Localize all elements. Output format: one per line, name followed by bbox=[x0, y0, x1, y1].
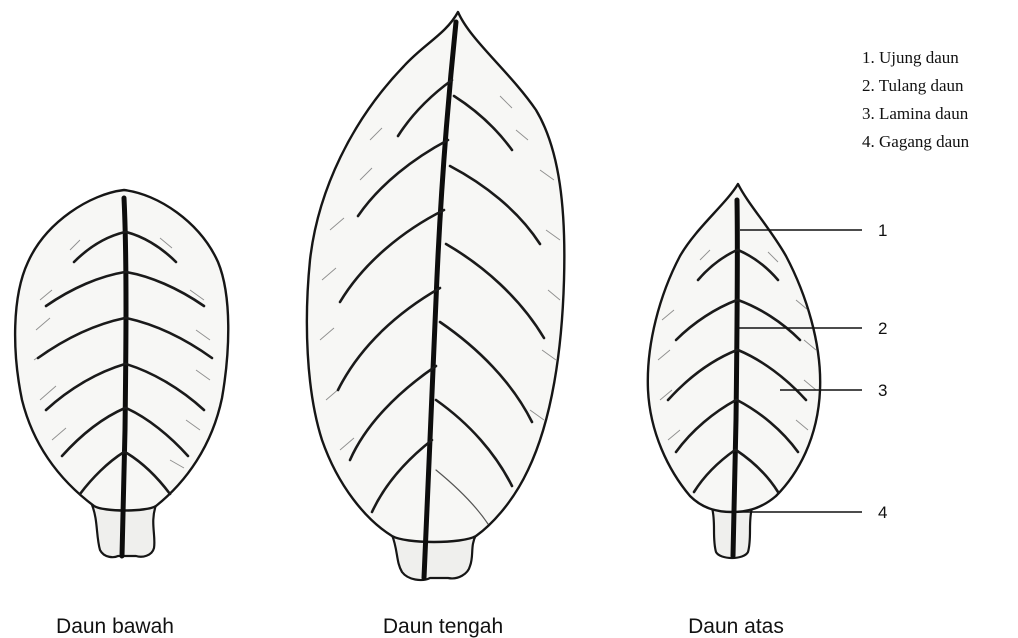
caption-top-leaf: Daun atas bbox=[688, 615, 784, 638]
caption-middle-leaf: Daun tengah bbox=[383, 615, 503, 638]
leaf-middle bbox=[307, 12, 564, 580]
leaf-top bbox=[648, 184, 820, 558]
legend-item-2: 2. Tulang daun bbox=[862, 76, 964, 95]
pointer-label-4: 4 bbox=[878, 503, 887, 522]
captions: Daun bawah Daun tengah Daun atas bbox=[56, 615, 784, 638]
legend-item-4: 4. Gagang daun bbox=[862, 132, 970, 151]
pointer-label-3: 3 bbox=[878, 381, 887, 400]
legend-item-1: 1. Ujung daun bbox=[862, 48, 959, 67]
pointer-label-1: 1 bbox=[878, 221, 887, 240]
legend: 1. Ujung daun 2. Tulang daun 3. Lamina d… bbox=[862, 48, 970, 151]
caption-bottom-leaf: Daun bawah bbox=[56, 615, 174, 638]
pointer-label-2: 2 bbox=[878, 319, 887, 338]
leaf-bottom bbox=[15, 190, 228, 557]
legend-item-3: 3. Lamina daun bbox=[862, 104, 969, 123]
